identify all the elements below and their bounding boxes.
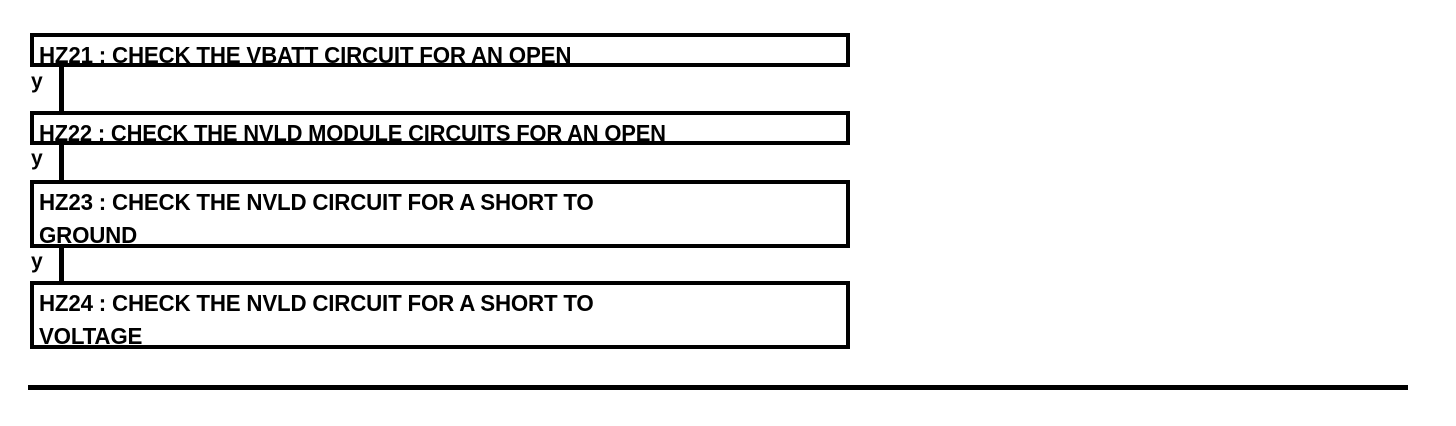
connector-hz23-hz24 xyxy=(59,248,64,281)
flow-step-hz24[interactable]: HZ24 : CHECK THE NVLD CIRCUIT FOR A SHOR… xyxy=(30,281,850,349)
flow-step-label: HZ21 : CHECK THE VBATT CIRCUIT FOR AN OP… xyxy=(39,42,572,68)
flow-step-label: HZ23 : CHECK THE NVLD CIRCUIT FOR A SHOR… xyxy=(39,189,594,248)
footer-divider-rule xyxy=(28,385,1408,390)
flow-step-hz22[interactable]: HZ22 : CHECK THE NVLD MODULE CIRCUITS FO… xyxy=(30,111,850,146)
flow-step-label: HZ24 : CHECK THE NVLD CIRCUIT FOR A SHOR… xyxy=(39,290,594,349)
connector-hz22-hz23 xyxy=(59,145,64,180)
branch-label-hz22-hz23: y xyxy=(31,147,43,170)
flow-step-hz21[interactable]: HZ21 : CHECK THE VBATT CIRCUIT FOR AN OP… xyxy=(30,33,850,68)
branch-label-hz21-hz22: y xyxy=(31,70,43,93)
connector-hz21-hz22 xyxy=(59,67,64,111)
flow-step-label: HZ22 : CHECK THE NVLD MODULE CIRCUITS FO… xyxy=(39,120,666,146)
branch-label-hz23-hz24: y xyxy=(31,250,43,273)
flow-step-hz23[interactable]: HZ23 : CHECK THE NVLD CIRCUIT FOR A SHOR… xyxy=(30,180,850,248)
